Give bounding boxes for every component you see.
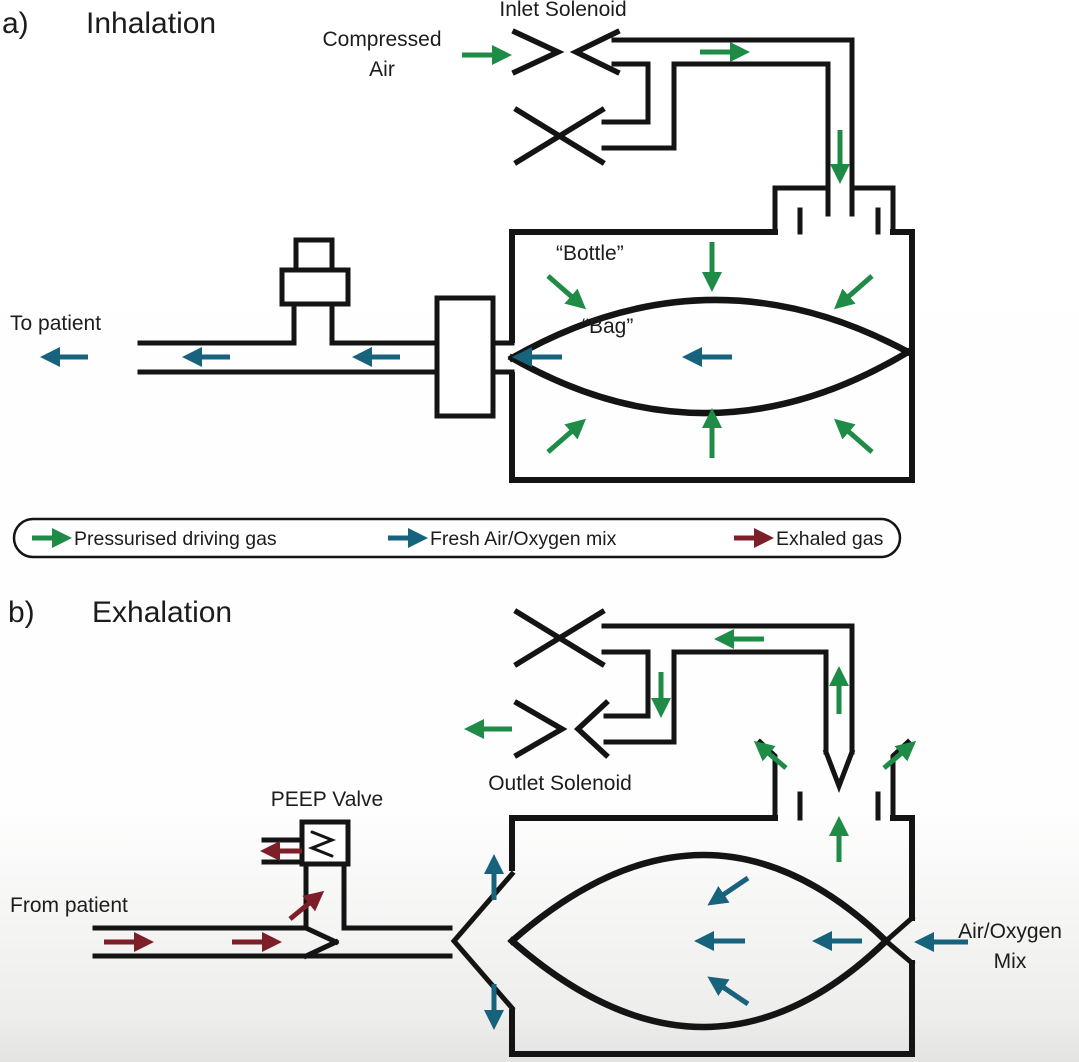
check-valve-icon bbox=[302, 924, 340, 960]
panel-a-index: a) bbox=[2, 7, 29, 40]
driving-gas-return-pipe bbox=[601, 623, 855, 655]
driving-gas-pipe-horizontal bbox=[611, 37, 855, 67]
exhaled-gas-arrows-b bbox=[104, 841, 325, 952]
closed-valve-x-icon bbox=[513, 608, 606, 668]
peep-exhaust-stub bbox=[261, 837, 305, 865]
driving-gas-arrow bbox=[546, 418, 587, 454]
inlet-solenoid-open-valve-icon bbox=[511, 28, 621, 76]
outlet-solenoid-open-valve-icon bbox=[513, 699, 610, 759]
panel-b-index: b) bbox=[8, 596, 35, 629]
bag-b bbox=[507, 851, 891, 1031]
panel-a-inhalation: a) Inhalation Inlet Solenoid Compressed … bbox=[2, 0, 915, 483]
panel-b-title: Exhalation bbox=[92, 596, 232, 629]
driving-gas-arrow bbox=[833, 274, 874, 310]
bottle-label: “Bottle” bbox=[556, 242, 624, 265]
outlet-branch-pipe bbox=[603, 649, 677, 745]
compressed-air-label-2: Air bbox=[369, 58, 395, 81]
bag-label: “Bag” bbox=[582, 315, 633, 338]
air-oxygen-label-2: Mix bbox=[994, 950, 1027, 973]
patient-pipe-b bbox=[92, 925, 453, 959]
bottle-outlet-fitting-lips bbox=[797, 791, 881, 821]
bottle-a bbox=[509, 229, 915, 483]
from-patient-label: From patient bbox=[10, 894, 128, 917]
bag-left-connector bbox=[450, 870, 516, 1012]
peep-riser bbox=[303, 861, 347, 931]
legend-driving-label: Pressurised driving gas bbox=[74, 528, 277, 550]
patient-connector-block bbox=[434, 295, 496, 419]
legend: Pressurised driving gas Fresh Air/Oxygen… bbox=[12, 517, 902, 559]
air-oxygen-label-1: Air/Oxygen bbox=[958, 920, 1062, 943]
fresh-gas-arrows-b bbox=[484, 854, 968, 1030]
exhaust-branch-pipe bbox=[601, 61, 677, 151]
bottle-inlet-fitting bbox=[772, 185, 896, 235]
exhaled-gas-arrow bbox=[288, 890, 325, 921]
spill-valve-cap bbox=[293, 237, 335, 273]
legend-fresh-label: Fresh Air/Oxygen mix bbox=[430, 528, 617, 550]
driving-gas-arrow bbox=[833, 418, 874, 454]
driving-gas-arrow bbox=[882, 740, 917, 770]
driving-gas-arrows-a bbox=[462, 42, 874, 458]
panel-b-exhalation: b) Exhalation PEEP Valve Outlet Solenoid… bbox=[8, 596, 1062, 1057]
to-patient-label: To patient bbox=[10, 312, 101, 335]
peep-valve-label: PEEP Valve bbox=[271, 788, 383, 811]
compressed-air-label-1: Compressed bbox=[322, 28, 441, 51]
bottle-b bbox=[509, 815, 915, 1057]
spill-valve-riser bbox=[291, 301, 335, 346]
pipe-nozzle-tip bbox=[822, 748, 856, 794]
driving-gas-arrow bbox=[753, 740, 788, 770]
legend-box bbox=[12, 517, 902, 559]
driving-gas-arrows-b bbox=[464, 629, 917, 862]
outlet-solenoid-label: Outlet Solenoid bbox=[488, 772, 632, 795]
driving-gas-pipe-vertical-b bbox=[823, 623, 855, 755]
driving-gas-arrow bbox=[546, 274, 587, 310]
closed-valve-x-icon bbox=[513, 106, 606, 166]
panel-a-title: Inhalation bbox=[86, 7, 216, 40]
legend-exhaled-label: Exhaled gas bbox=[776, 528, 884, 550]
spill-valve-body bbox=[279, 267, 351, 307]
bottle-outlet-fitting bbox=[756, 738, 912, 821]
driving-gas-pipe-vertical bbox=[825, 37, 855, 217]
fresh-gas-arrow bbox=[707, 976, 750, 1007]
inlet-solenoid-label: Inlet Solenoid bbox=[499, 0, 626, 21]
bottle-inlet-fitting-lips bbox=[797, 207, 881, 235]
peep-spring-icon bbox=[307, 830, 337, 858]
fresh-gas-arrow bbox=[707, 875, 750, 906]
